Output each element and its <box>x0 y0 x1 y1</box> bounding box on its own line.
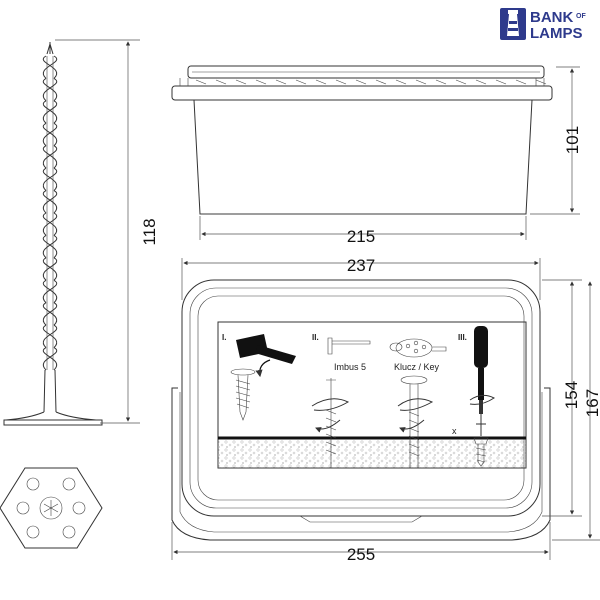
screw-step2b <box>397 375 434 468</box>
tool-imbus-label: Imbus 5 <box>334 362 366 372</box>
screwdriver-icon <box>469 326 495 436</box>
screw-step1 <box>230 368 256 421</box>
key-tool-icon <box>389 338 447 358</box>
lid-top-view: 237 I. II. III. Imbus 5 <box>171 256 600 564</box>
lighthouse-icon <box>500 8 526 40</box>
dim-box-width: 215 <box>347 227 375 246</box>
screw-step3 <box>473 437 489 467</box>
brand-line2: LAMPS <box>530 25 583 42</box>
hammer-icon <box>236 334 296 378</box>
dim-lid-width: 237 <box>347 256 375 275</box>
hex-head-drawing <box>0 467 103 549</box>
dim-box-height: 101 <box>563 126 582 154</box>
dim-total-height: 167 <box>583 389 600 417</box>
brand-logo: BANK OF LAMPS <box>500 8 586 42</box>
mark-x-label: x <box>452 426 457 436</box>
step-2-label: II. <box>312 333 319 342</box>
brand-line1: BANK <box>530 9 573 26</box>
dim-anchor-height: 118 <box>140 218 159 245</box>
dim-lid-height: 154 <box>562 381 581 409</box>
dim-total-width: 255 <box>347 545 375 564</box>
brand-line1-small: OF <box>576 13 586 20</box>
screw-anchor-drawing: 118 <box>3 39 159 426</box>
tool-key-label: Klucz / Key <box>394 362 440 372</box>
hex-key-icon <box>327 337 371 355</box>
box-side-view: 101 215 <box>171 65 582 246</box>
screw-step2 <box>311 378 350 468</box>
step-3-label: III. <box>458 333 467 342</box>
step-1-label: I. <box>222 333 226 342</box>
